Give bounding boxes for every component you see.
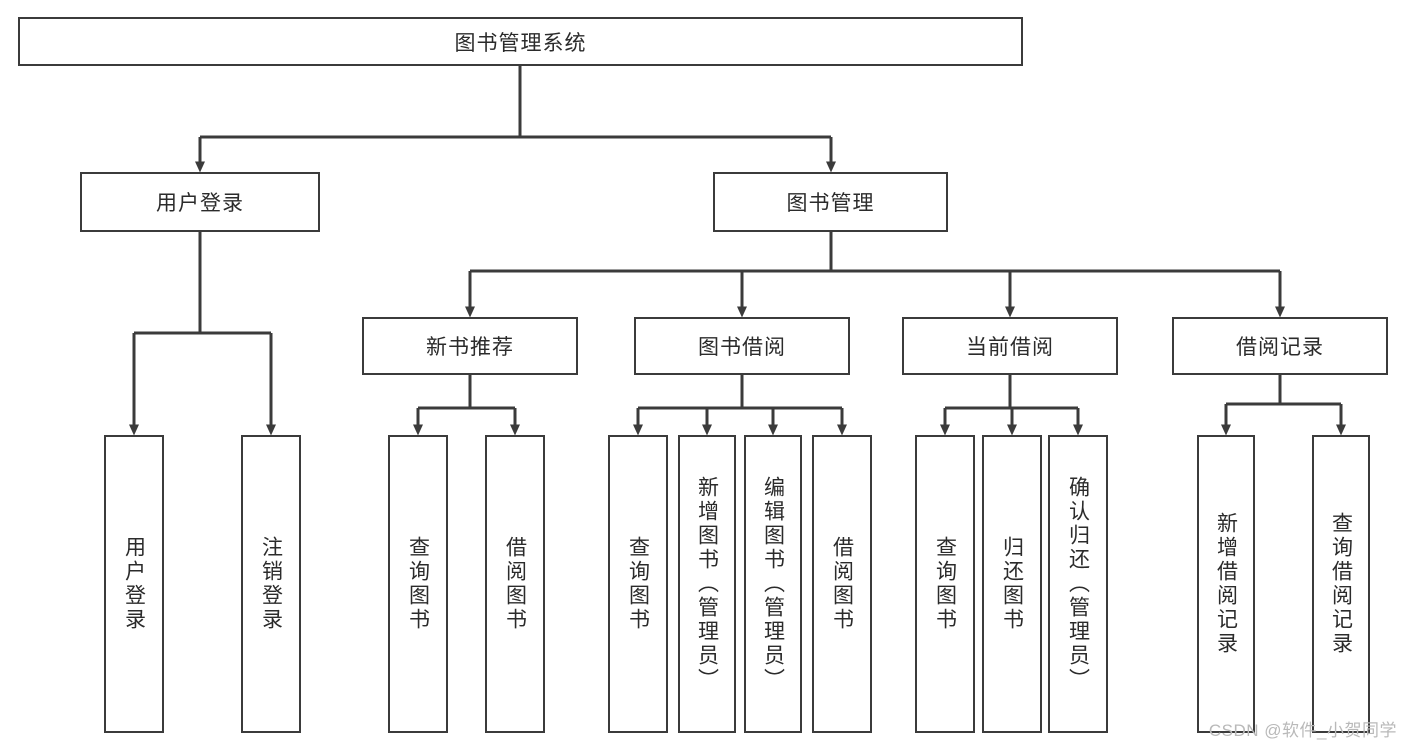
node-borrow-record-label: 借阅记录: [1236, 336, 1324, 359]
node-user-logout-label: 注销登录: [259, 536, 283, 632]
node-add-book-admin[interactable]: 新增图书（管理员）: [678, 435, 736, 733]
node-borrow-book-2-label: 借阅图书: [830, 536, 854, 632]
node-user-login-do[interactable]: 用户登录: [104, 435, 164, 733]
node-query-book-1[interactable]: 查询图书: [388, 435, 448, 733]
node-current-borrow[interactable]: 当前借阅: [902, 317, 1118, 375]
node-query-borrow-record-label: 查询借阅记录: [1329, 512, 1353, 656]
node-query-book-2[interactable]: 查询图书: [608, 435, 668, 733]
node-root[interactable]: 图书管理系统: [18, 17, 1023, 66]
watermark: CSDN @软件_小贺同学: [1208, 721, 1397, 740]
node-borrow-book-2[interactable]: 借阅图书: [812, 435, 872, 733]
node-user-logout[interactable]: 注销登录: [241, 435, 301, 733]
node-new-book-recommend-label: 新书推荐: [426, 336, 514, 359]
node-book-borrow[interactable]: 图书借阅: [634, 317, 850, 375]
node-query-book-1-label: 查询图书: [406, 536, 430, 632]
node-query-book-3-label: 查询图书: [933, 536, 957, 632]
node-book-manage[interactable]: 图书管理: [713, 172, 948, 232]
node-new-book-recommend[interactable]: 新书推荐: [362, 317, 578, 375]
node-user-login-label: 用户登录: [156, 192, 244, 215]
node-book-borrow-label: 图书借阅: [698, 336, 786, 359]
node-user-login-do-label: 用户登录: [122, 536, 146, 632]
node-confirm-return-admin-label: 确认归还（管理员）: [1066, 476, 1090, 692]
node-book-manage-label: 图书管理: [786, 192, 875, 215]
node-return-book[interactable]: 归还图书: [982, 435, 1042, 733]
node-add-borrow-record-label: 新增借阅记录: [1214, 512, 1238, 656]
node-return-book-label: 归还图书: [1000, 536, 1024, 632]
node-user-login[interactable]: 用户登录: [80, 172, 320, 232]
node-query-book-2-label: 查询图书: [626, 536, 650, 632]
node-add-borrow-record[interactable]: 新增借阅记录: [1197, 435, 1255, 733]
node-confirm-return-admin[interactable]: 确认归还（管理员）: [1048, 435, 1108, 733]
node-edit-book-admin[interactable]: 编辑图书（管理员）: [744, 435, 802, 733]
node-borrow-record[interactable]: 借阅记录: [1172, 317, 1388, 375]
node-query-borrow-record[interactable]: 查询借阅记录: [1312, 435, 1370, 733]
node-current-borrow-label: 当前借阅: [966, 336, 1054, 359]
node-borrow-book-1-label: 借阅图书: [503, 536, 527, 632]
node-borrow-book-1[interactable]: 借阅图书: [485, 435, 545, 733]
node-add-book-admin-label: 新增图书（管理员）: [695, 476, 719, 692]
node-edit-book-admin-label: 编辑图书（管理员）: [761, 476, 785, 692]
node-root-label: 图书管理系统: [454, 31, 587, 55]
node-query-book-3[interactable]: 查询图书: [915, 435, 975, 733]
